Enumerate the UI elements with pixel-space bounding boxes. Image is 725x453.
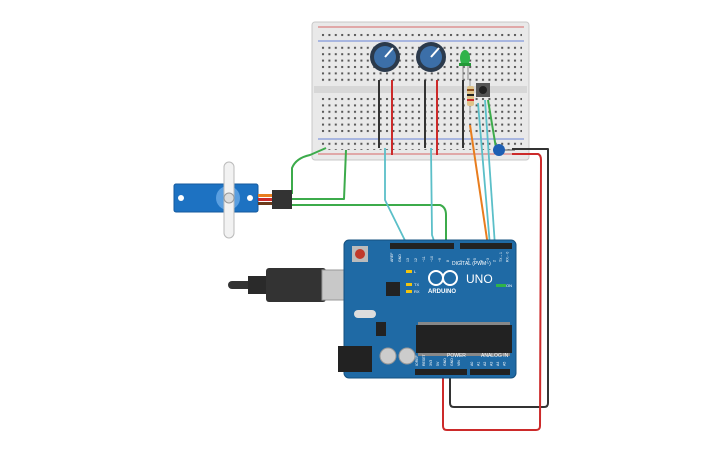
green-led-icon[interactable] xyxy=(459,50,471,80)
digital-pin-label-right-4: ~3 xyxy=(486,258,490,262)
digital-pin-label-right-7: RX←0 xyxy=(506,252,510,262)
digital-pin-label-left-2: 13 xyxy=(406,258,410,262)
digital-pwm-label: DIGITAL (PWM~) xyxy=(452,261,491,267)
on-label: ON xyxy=(506,283,512,288)
l-label: L xyxy=(414,269,417,274)
digital-pin-label-right-2: ~5 xyxy=(473,258,477,262)
digital-pin-label-right-3: 4 xyxy=(480,260,484,262)
resistor-icon[interactable] xyxy=(467,80,474,115)
digital-pin-label-right-0: 7 xyxy=(460,260,464,262)
digital-pin-label-left-1: GND xyxy=(398,254,402,262)
analog-pin-label-0: A0 xyxy=(470,362,474,366)
digital-pin-label-left-5: ~10 xyxy=(430,256,434,262)
analog-pin-label-3: A3 xyxy=(490,362,494,366)
digital-pin-label-right-1: ~6 xyxy=(467,258,471,262)
potentiometer-1-icon[interactable] xyxy=(370,42,400,72)
digital-pin-label-left-3: 12 xyxy=(414,258,418,262)
breadboard-jumpers xyxy=(378,80,497,155)
arduino-uno-board[interactable]: UNO ARDUINO DIGITAL (PWM~) POWER ANALOG … xyxy=(338,239,517,379)
power-pin-label-5: GND xyxy=(450,358,454,366)
power-pin-label-4: GND xyxy=(443,358,447,366)
digital-pin-label-left-6: ~9 xyxy=(438,258,442,262)
digital-pin-label-left-7: 8 xyxy=(446,260,450,262)
arduino-model-label: UNO xyxy=(466,272,493,286)
arduino-logo-icon xyxy=(428,270,458,286)
potentiometer-2-icon[interactable] xyxy=(416,42,446,72)
digital-pin-label-left-4: ~11 xyxy=(422,256,426,262)
analog-pin-label-4: A4 xyxy=(496,362,500,366)
analog-pin-label-1: A1 xyxy=(477,362,481,366)
power-label: POWER xyxy=(447,353,466,359)
digital-pin-label-right-6: TX→1 xyxy=(499,252,503,262)
tx-label: TX xyxy=(414,282,419,287)
analog-in-label: ANALOG IN xyxy=(481,353,509,359)
analog-pin-label-2: A2 xyxy=(483,362,487,366)
digital-pin-label-left-0: AREF xyxy=(390,253,394,262)
arduino-brand-label: ARDUINO xyxy=(428,289,456,295)
power-pin-label-2: 3V3 xyxy=(429,360,433,366)
power-pin-label-6: VIN xyxy=(457,360,461,366)
rx-label: RX xyxy=(414,289,420,294)
power-pin-label-0: IOREF xyxy=(415,355,419,366)
servo-motor-icon[interactable] xyxy=(173,161,292,239)
analog-pin-label-5: A5 xyxy=(503,362,507,366)
power-pin-label-3: 5V xyxy=(436,361,440,366)
power-pin-label-1: RESET xyxy=(422,353,426,366)
digital-pin-label-right-5: 2 xyxy=(493,260,497,262)
breadboard[interactable] xyxy=(311,21,530,161)
pushbutton-icon[interactable] xyxy=(476,83,490,97)
